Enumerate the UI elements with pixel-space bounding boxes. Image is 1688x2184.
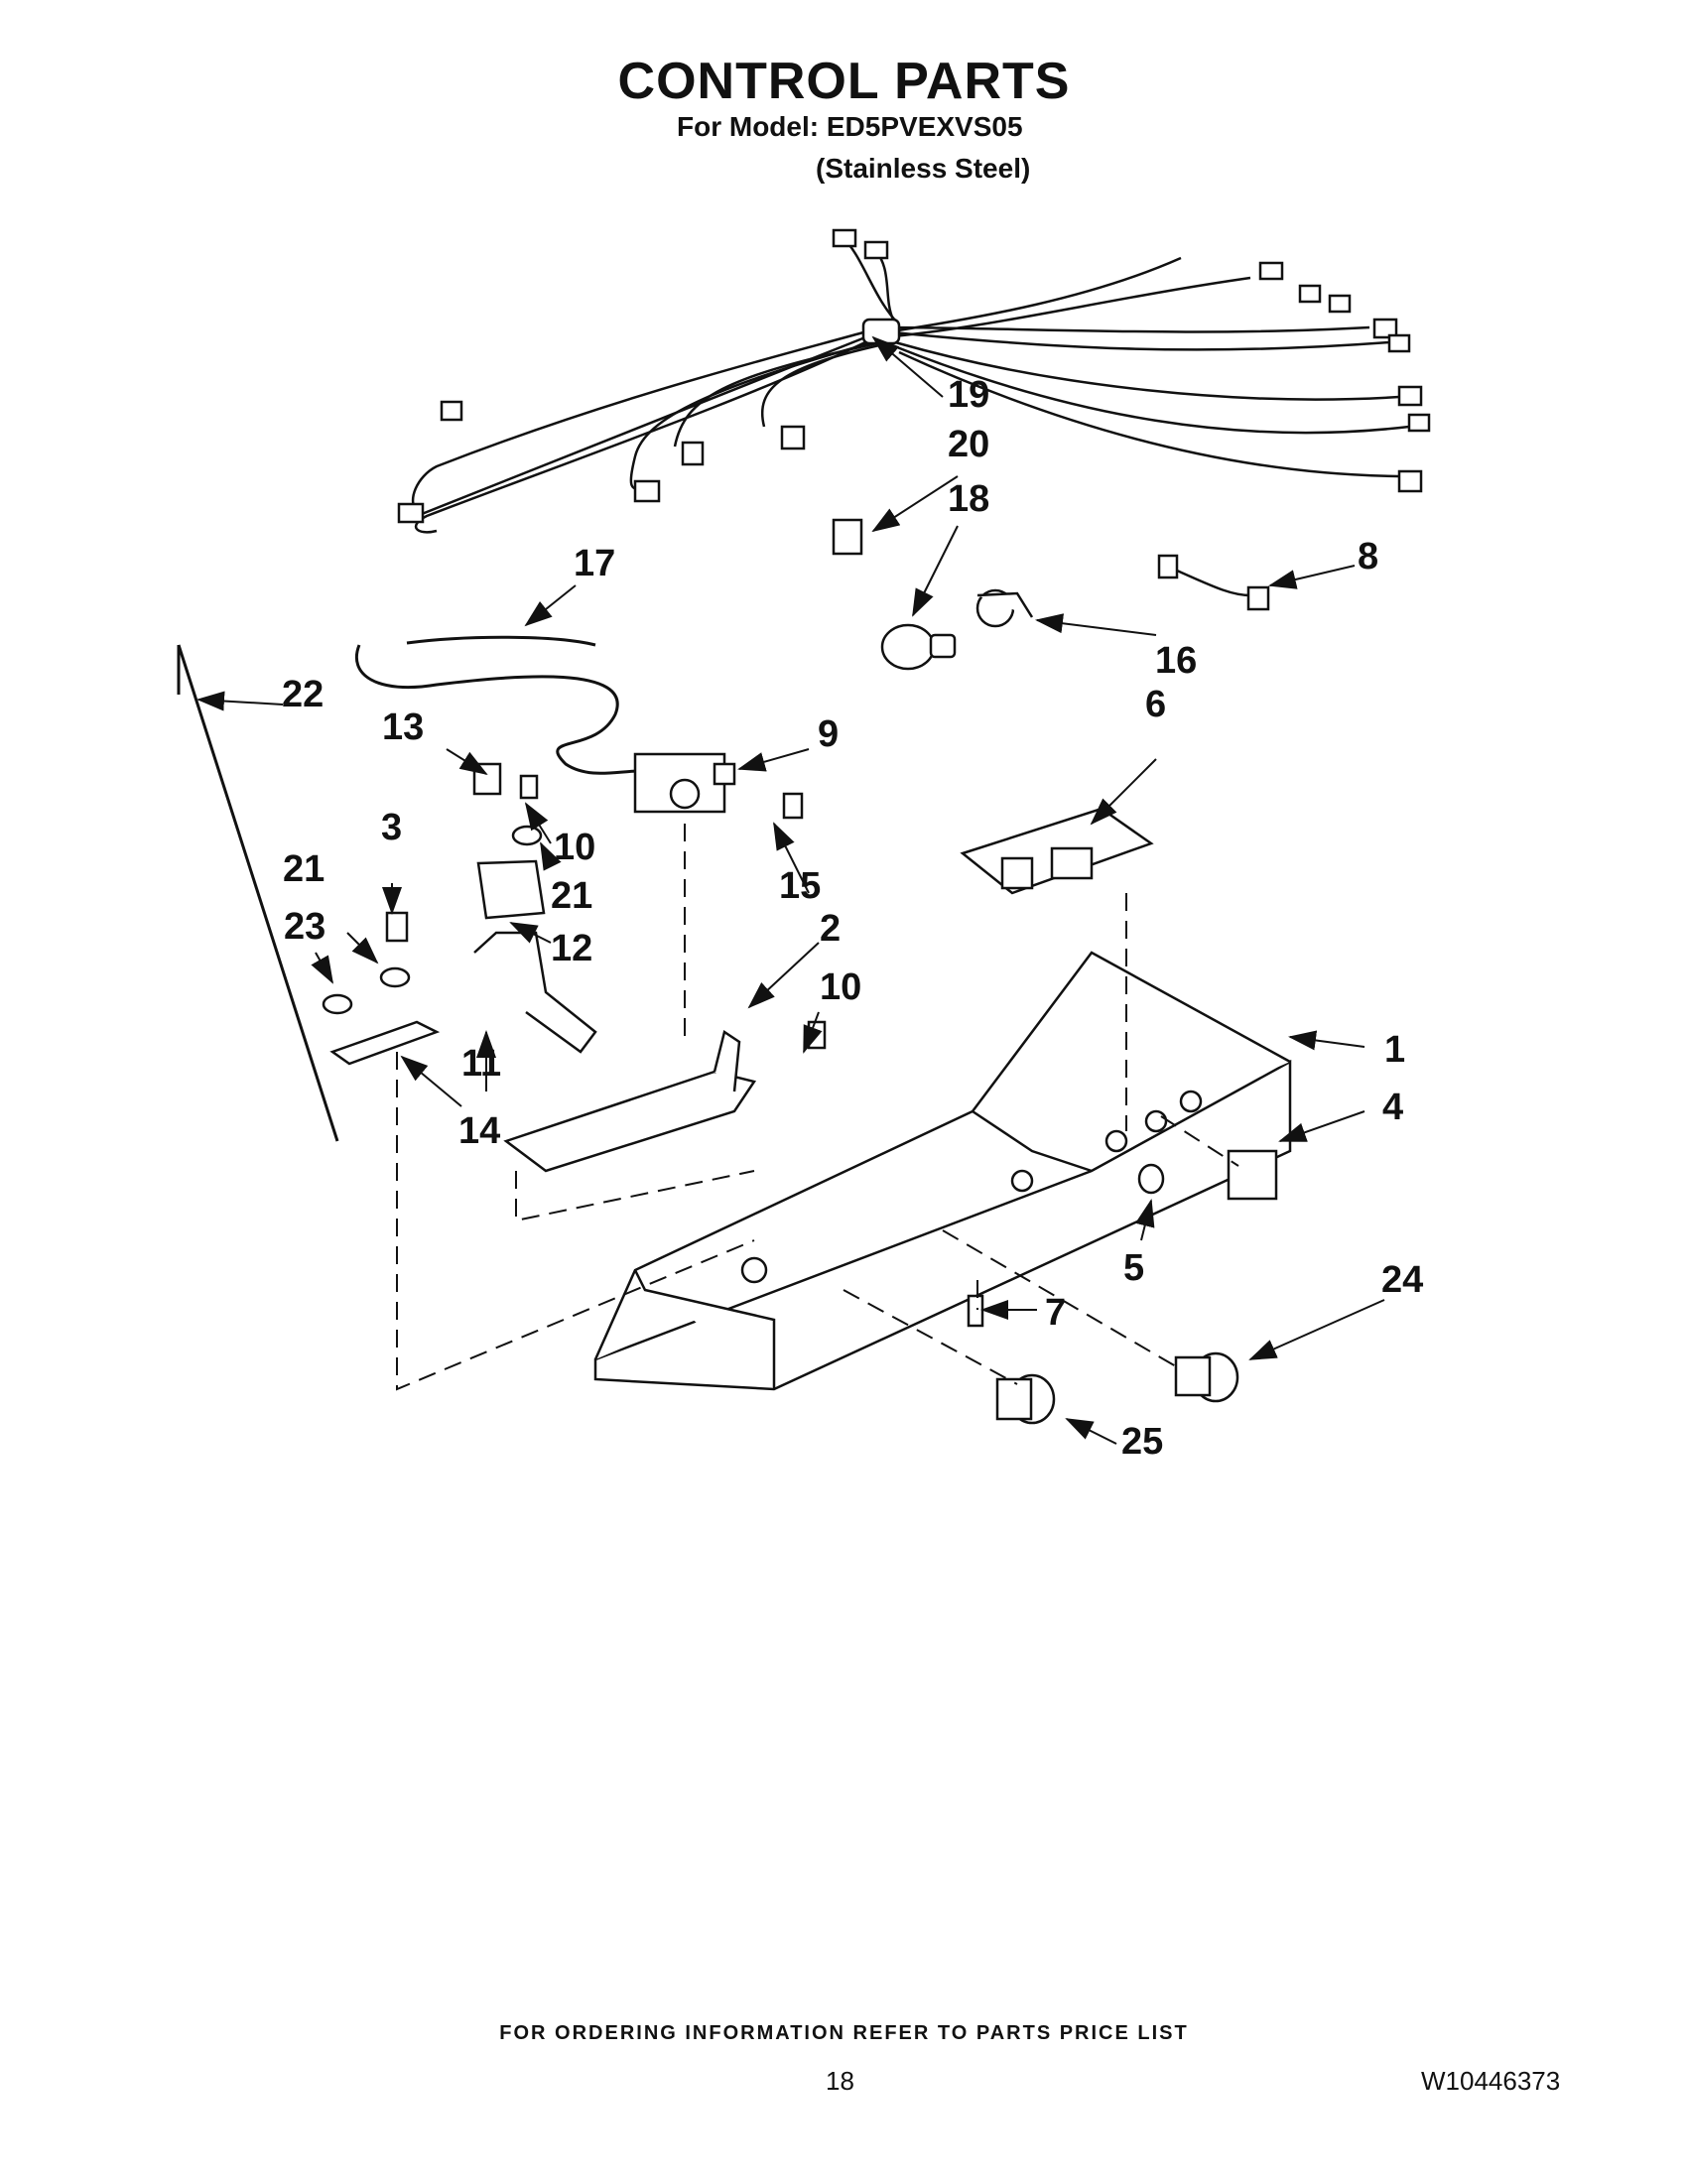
callout-10b: 10 xyxy=(820,966,861,1008)
part-9-thermostat xyxy=(633,752,736,814)
part-6-control-board xyxy=(960,807,1154,895)
callout-9: 9 xyxy=(818,713,839,755)
callout-18: 18 xyxy=(948,478,989,520)
callout-19: 19 xyxy=(948,374,989,416)
callout-arrows xyxy=(196,335,1385,1445)
callout-10a: 10 xyxy=(554,827,595,868)
callout-21b: 21 xyxy=(283,848,325,890)
page-title: CONTROL PARTS xyxy=(617,53,1071,110)
harness-connectors xyxy=(397,228,1431,524)
alignment-lines xyxy=(396,824,1239,1391)
callout-11: 11 xyxy=(461,1043,501,1085)
part-2-bracket xyxy=(503,1029,757,1173)
front-parts xyxy=(967,1149,1278,1425)
callout-14: 14 xyxy=(458,1110,500,1152)
callout-24: 24 xyxy=(1381,1259,1423,1301)
callout-17: 17 xyxy=(574,543,615,584)
callout-5: 5 xyxy=(1123,1247,1144,1289)
part-22-rod xyxy=(177,644,339,1142)
model-line: For Model: ED5PVEXVS05 xyxy=(677,111,1023,142)
callout-2: 2 xyxy=(820,908,841,950)
page-number: 18 xyxy=(826,2066,854,2096)
callout-3: 3 xyxy=(381,807,402,848)
part-1-housing xyxy=(593,951,1292,1391)
callout-12: 12 xyxy=(551,928,592,969)
finish-line: (Stainless Steel) xyxy=(816,153,1031,184)
callout-15: 15 xyxy=(779,865,821,907)
callout-16: 16 xyxy=(1155,640,1197,682)
callout-25: 25 xyxy=(1121,1421,1163,1463)
part-18-bulb xyxy=(880,623,957,671)
callout-23: 23 xyxy=(284,906,325,948)
part-20-clip xyxy=(832,518,863,556)
callout-21a: 21 xyxy=(551,875,592,917)
part-17-capillary xyxy=(354,635,656,776)
ordering-note: FOR ORDERING INFORMATION REFER TO PARTS … xyxy=(499,2022,1189,2044)
callout-22: 22 xyxy=(282,674,324,715)
callout-7: 7 xyxy=(1045,1292,1066,1334)
callout-6: 6 xyxy=(1145,684,1166,725)
part-16-socket xyxy=(975,588,1034,628)
callout-8: 8 xyxy=(1358,536,1378,578)
callout-1: 1 xyxy=(1384,1029,1405,1071)
wire-harness xyxy=(411,237,1410,534)
callout-4: 4 xyxy=(1382,1087,1403,1128)
callout-13: 13 xyxy=(382,707,424,748)
part-8-jumper xyxy=(1157,554,1270,611)
document-id: W10446373 xyxy=(1421,2066,1561,2096)
callout-20: 20 xyxy=(948,424,989,465)
